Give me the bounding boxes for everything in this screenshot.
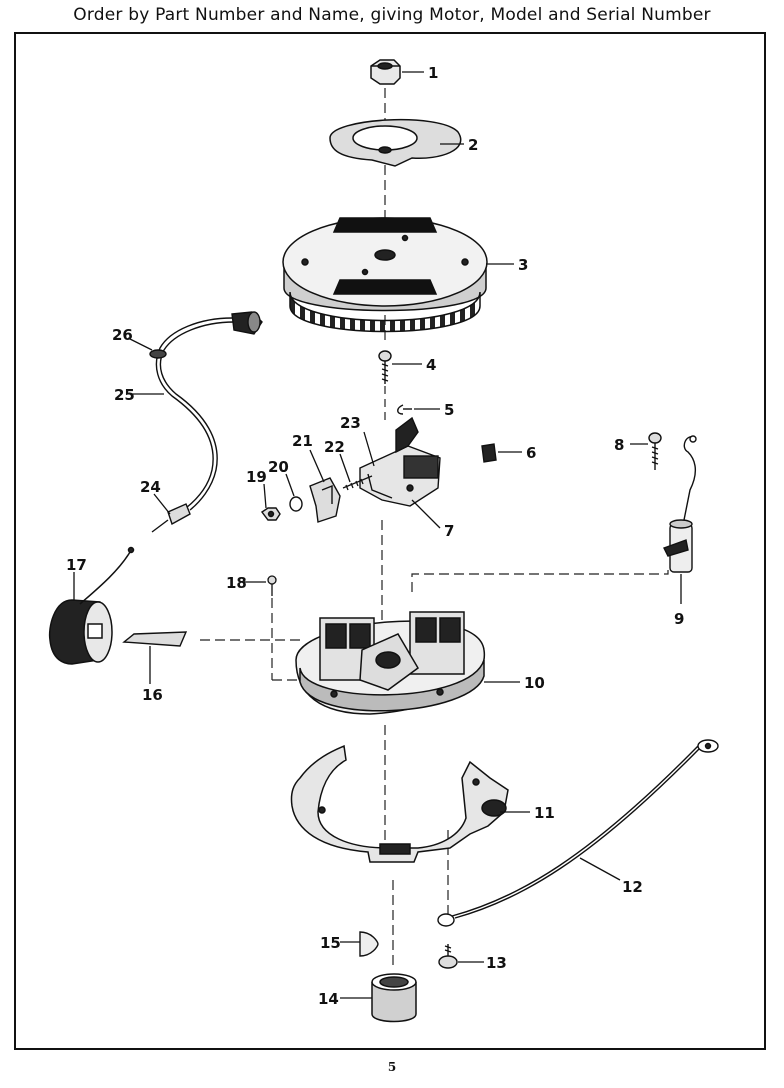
callout-24: 24	[140, 478, 161, 496]
callout-25: 25	[114, 386, 135, 404]
part-21-bracket	[309, 477, 341, 523]
callout-21: 21	[292, 432, 313, 450]
callout-13: 13	[486, 954, 507, 972]
part-15-plug	[359, 931, 379, 957]
callout-22: 22	[324, 438, 345, 456]
part-6-key	[481, 443, 497, 463]
callout-labels: 1 2 3 4 5 6 7 8 9 10 11 12 13 14 15 16 1…	[66, 64, 684, 1008]
callout-6: 6	[526, 444, 536, 462]
callout-17: 17	[66, 556, 87, 574]
part-22-screw	[342, 475, 373, 491]
callout-23: 23	[340, 414, 361, 432]
part-2-plate	[329, 118, 462, 167]
callout-15: 15	[320, 934, 341, 952]
page-number: 5	[387, 1060, 397, 1074]
part-16-felt-strip	[122, 631, 188, 647]
part-7-breaker-point-set	[359, 416, 441, 507]
callout-19: 19	[246, 468, 267, 486]
part-9-condenser	[663, 435, 697, 573]
page-header: Order by Part Number and Name, giving Mo…	[73, 5, 711, 25]
part-17-ignition-coil	[48, 546, 135, 665]
callout-20: 20	[268, 458, 289, 476]
callout-8: 8	[614, 436, 624, 454]
callout-5: 5	[444, 401, 454, 419]
diagram-frame	[14, 32, 766, 1050]
part-1-hex-nut	[370, 59, 401, 85]
part-19-nut	[260, 507, 281, 521]
part-24-terminal-boot	[151, 503, 191, 533]
part-4-screw	[378, 350, 392, 384]
callout-3: 3	[518, 256, 528, 274]
callout-9: 9	[674, 610, 684, 628]
part-3-flywheel	[282, 217, 488, 333]
callout-1: 1	[428, 64, 438, 82]
part-25-high-tension-wire	[155, 317, 235, 511]
part-20-washer	[289, 496, 303, 512]
spark-plug-cap	[231, 311, 263, 335]
callout-14: 14	[318, 990, 339, 1008]
callout-18: 18	[226, 574, 247, 592]
callout-12: 12	[622, 878, 643, 896]
part-11-armature-plate	[290, 744, 509, 863]
part-8-screw	[648, 432, 662, 470]
callout-7: 7	[444, 522, 454, 540]
callout-4: 4	[426, 356, 436, 374]
part-18-screw	[267, 575, 277, 596]
assembly-axis	[200, 88, 669, 965]
callout-10: 10	[524, 674, 545, 692]
part-13-screw	[438, 944, 458, 969]
callout-16: 16	[142, 686, 163, 704]
callout-2: 2	[468, 136, 478, 154]
part-10-stator-plate	[295, 611, 485, 715]
part-14-bushing	[371, 973, 417, 1023]
leader-lines	[73, 71, 682, 999]
part-5-clip	[397, 404, 412, 415]
callout-26: 26	[112, 326, 133, 344]
part-12-ground-wire	[437, 739, 719, 927]
part-26-grommet	[149, 349, 167, 359]
callout-11: 11	[534, 804, 555, 822]
